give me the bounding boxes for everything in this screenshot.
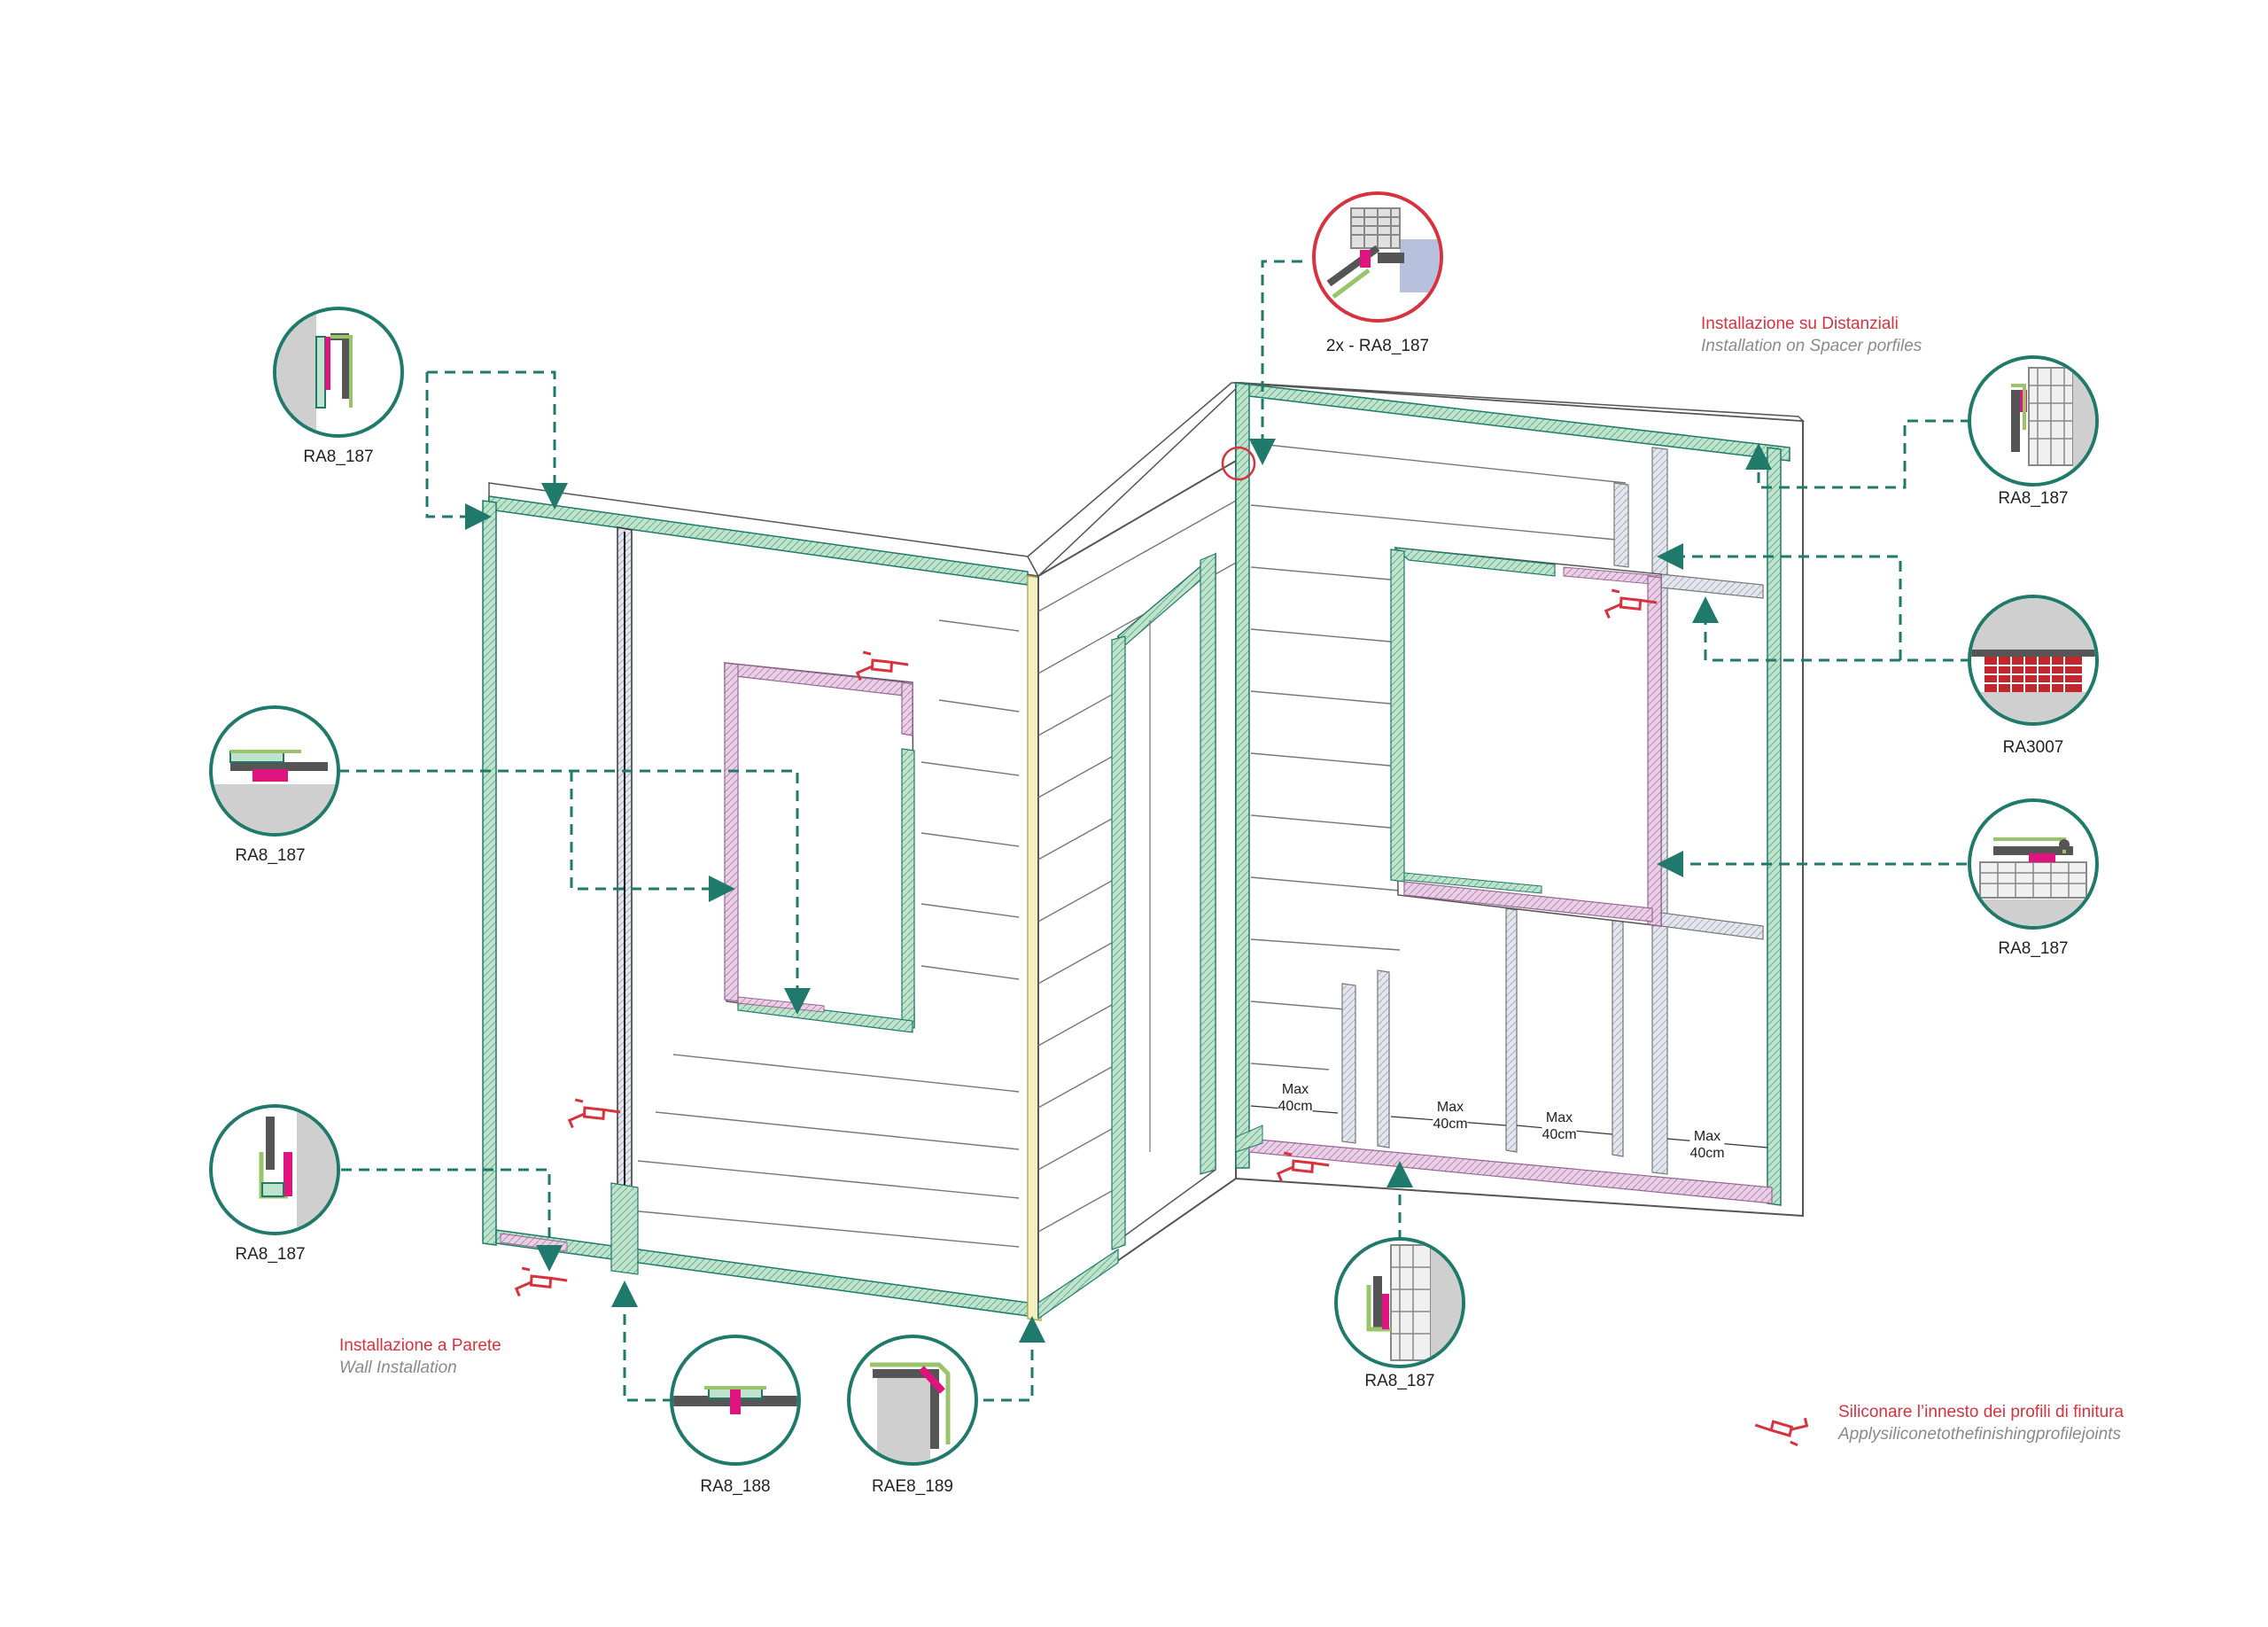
- spacer-installation-subtitle: Installation on Spacer porfiles: [1701, 337, 1922, 355]
- callout-ra3007[interactable]: [1968, 595, 2099, 726]
- left-wall: [482, 482, 1042, 1321]
- dimension-value: 40cm: [1278, 1099, 1313, 1114]
- callout-ra8-187-mid-right[interactable]: [1968, 798, 2099, 930]
- spacer-installation-title: Installazione su Distanziali: [1701, 315, 1899, 333]
- dimension-label-4: Max 40cm: [1689, 1128, 1725, 1162]
- dimension-value: 40cm: [1433, 1117, 1468, 1132]
- callout-label-ra8-187-top-left: RA8_187: [303, 448, 374, 466]
- wall-installation-title: Installazione a Parete: [339, 1336, 501, 1355]
- dimension-max: Max: [1281, 1082, 1309, 1097]
- dimension-max: Max: [1693, 1129, 1721, 1144]
- callout-label-rae8-189: RAE8_189: [872, 1477, 953, 1496]
- callout-label-ra8-187-mid-left: RA8_187: [235, 846, 306, 865]
- callout-ra8-187-bottom-left[interactable]: [209, 1104, 340, 1235]
- dimension-value: 40cm: [1542, 1127, 1577, 1142]
- connector-lines: [338, 260, 1971, 1402]
- dimension-value: 40cm: [1689, 1146, 1725, 1161]
- callout-label-ra3007: RA3007: [2002, 738, 2064, 757]
- dimension-label-1: Max 40cm: [1278, 1081, 1313, 1115]
- dimension-label-2: Max 40cm: [1433, 1099, 1468, 1133]
- callout-ra8-187-mid-left[interactable]: [209, 705, 340, 837]
- dimension-max: Max: [1436, 1100, 1464, 1115]
- callout-ra8-188[interactable]: [670, 1335, 801, 1466]
- callout-label-ra8-188: RA8_188: [700, 1477, 771, 1496]
- callout-ra8-187-bottom-center[interactable]: [1334, 1237, 1466, 1368]
- callout-2x-ra8-187[interactable]: [1312, 191, 1443, 323]
- callout-rae8-189[interactable]: [847, 1335, 978, 1466]
- callout-label-ra8-187-bottom-left: RA8_187: [235, 1245, 306, 1264]
- wall-installation-subtitle: Wall Installation: [339, 1358, 457, 1377]
- silicone-note-subtitle: Applysiliconetothefinishingprofilejoints: [1838, 1425, 2121, 1444]
- callout-label-ra8-187-bottom-center: RA8_187: [1364, 1372, 1435, 1390]
- dimension-max: Max: [1545, 1110, 1573, 1125]
- side-wall: [1027, 382, 1244, 1320]
- callout-label-ra8-187-mid-right: RA8_187: [1998, 939, 2069, 958]
- callout-ra8-187-top-left[interactable]: [273, 307, 404, 438]
- callout-label-2x-ra8-187: 2x - RA8_187: [1325, 337, 1430, 355]
- callout-ra8-187-top-right[interactable]: [1968, 355, 2100, 487]
- callout-label-ra8-187-top-right: RA8_187: [1998, 489, 2069, 508]
- dimension-label-3: Max 40cm: [1542, 1109, 1577, 1143]
- silicone-note-title: Siliconare l’innesto dei profili di fini…: [1838, 1403, 2124, 1421]
- right-wall: [1233, 381, 1805, 1218]
